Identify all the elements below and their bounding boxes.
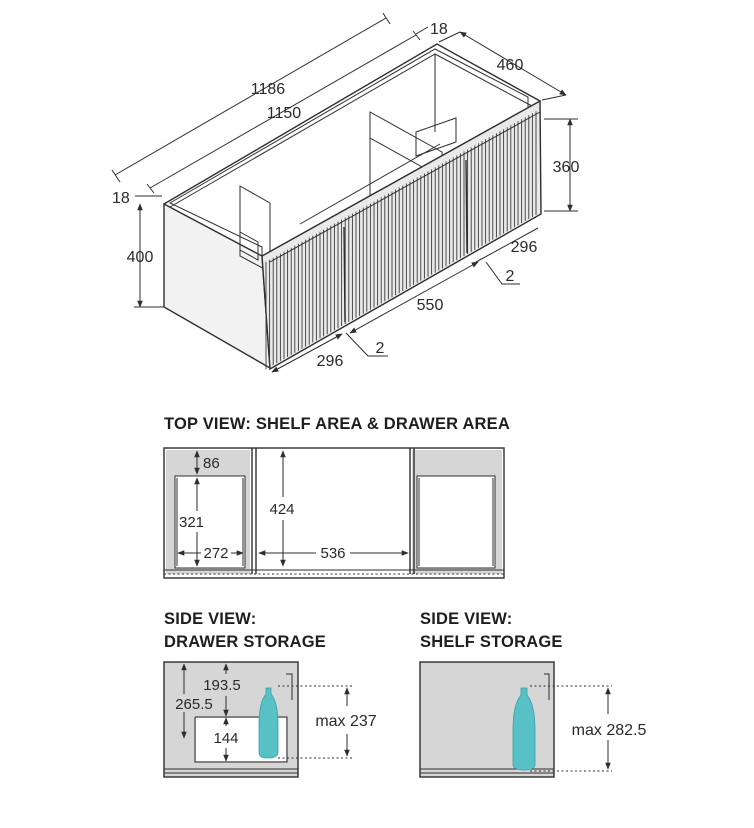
side-view-drawer: SIDE VIEW: DRAWER STORAGE 193.5 265.5 14… (163, 610, 377, 778)
dim-depth: 460 (497, 57, 524, 74)
dim-drawer-depth: 321 (179, 514, 204, 531)
dim-door-right: 296 (511, 239, 538, 256)
isometric-view: 1186 1150 18 18 460 360 400 296 2 550 (111, 12, 580, 373)
bottle-shelf (512, 687, 536, 771)
dim-middle-width: 536 (320, 545, 345, 562)
dim-gap-right: 2 (506, 268, 515, 285)
dim-middle-depth: 424 (269, 501, 294, 518)
cabinet-front-face (261, 99, 542, 371)
dim-line-550 (349, 261, 479, 334)
partition-left-shelf (239, 231, 259, 261)
dim-drawer-max: max 237 (315, 713, 376, 730)
top-view-title: TOP VIEW: SHELF AREA & DRAWER AREA (164, 415, 510, 433)
side-drawer-title-line1: SIDE VIEW: (164, 610, 256, 628)
dim-drawer-width: 272 (203, 545, 228, 562)
bottle-drawer (258, 687, 279, 759)
dim-door-left: 296 (317, 353, 344, 370)
top-view-outline (163, 447, 505, 579)
side-shelf-title-line1: SIDE VIEW: (420, 610, 512, 628)
cabinet-left-side (163, 202, 271, 370)
top-view: TOP VIEW: SHELF AREA & DRAWER AREA 86 32… (163, 415, 510, 579)
dim-line-1186 (114, 17, 387, 176)
dim-inner-width: 1150 (267, 105, 302, 122)
partition-right-shelf (415, 117, 457, 157)
right-drawer-area (416, 475, 496, 569)
dim-drawer-full: 265.5 (175, 696, 213, 713)
dim-drawer-upper: 193.5 (203, 677, 241, 694)
dim-shelf-depth: 86 (203, 455, 220, 472)
side-drawer-title-line2: DRAWER STORAGE (164, 633, 326, 651)
side-view-shelf: SIDE VIEW: SHELF STORAGE max 282.5 (419, 610, 647, 778)
dim-inner-height: 360 (553, 159, 580, 176)
dim-line-1150 (149, 34, 417, 189)
dim-shelf-max: max 282.5 (572, 722, 647, 739)
dim-door-middle: 550 (417, 297, 444, 314)
dim-total-width: 1186 (251, 81, 286, 98)
dim-side-thickness-left: 18 (112, 190, 130, 207)
side-shelf-title-line2: SHELF STORAGE (420, 633, 563, 651)
dim-line-460 (459, 31, 567, 96)
dim-drawer-lower: 144 (213, 730, 238, 747)
dim-gap-left: 2 (376, 340, 385, 357)
dim-total-height: 400 (127, 249, 154, 266)
dim-side-thickness-top: 18 (430, 21, 448, 38)
